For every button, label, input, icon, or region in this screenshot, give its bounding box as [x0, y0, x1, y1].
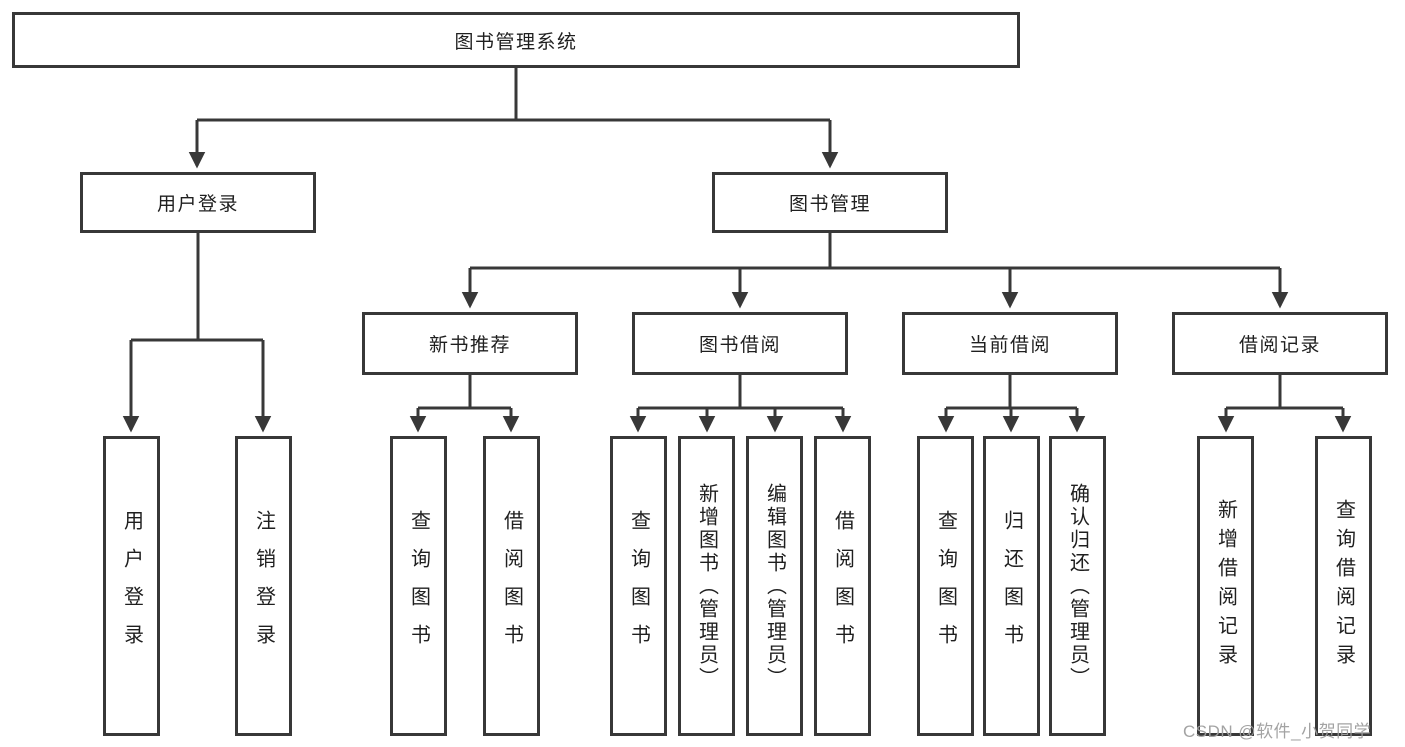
node-book-management: 图书管理 — [712, 172, 948, 233]
leaf-logout-login: 注销登录 — [235, 436, 292, 736]
node-root: 图书管理系统 — [12, 12, 1020, 68]
leaf-borrow-borrow-book: 借阅图书 — [814, 436, 871, 736]
leaf-record-query-record: 查询借阅记录 — [1315, 436, 1372, 736]
node-current-borrow: 当前借阅 — [902, 312, 1118, 375]
node-book-borrow: 图书借阅 — [632, 312, 848, 375]
leaf-recommend-borrow-book: 借阅图书 — [483, 436, 540, 736]
leaf-user-login: 用户登录 — [103, 436, 160, 736]
leaf-current-confirm-return-admin: 确认归还（管理员） — [1049, 436, 1106, 736]
leaf-borrow-add-book-admin: 新增图书（管理员） — [678, 436, 735, 736]
leaf-borrow-query-book: 查询图书 — [610, 436, 667, 736]
leaf-borrow-edit-book-admin: 编辑图书（管理员） — [746, 436, 803, 736]
node-new-book-recommend: 新书推荐 — [362, 312, 578, 375]
node-borrow-records: 借阅记录 — [1172, 312, 1388, 375]
watermark: CSDN @软件_小贺同学 — [1183, 722, 1372, 741]
node-user-login: 用户登录 — [80, 172, 316, 233]
leaf-current-query-book: 查询图书 — [917, 436, 974, 736]
leaf-current-return-book: 归还图书 — [983, 436, 1040, 736]
leaf-record-add-record: 新增借阅记录 — [1197, 436, 1254, 736]
leaf-recommend-query-book: 查询图书 — [390, 436, 447, 736]
